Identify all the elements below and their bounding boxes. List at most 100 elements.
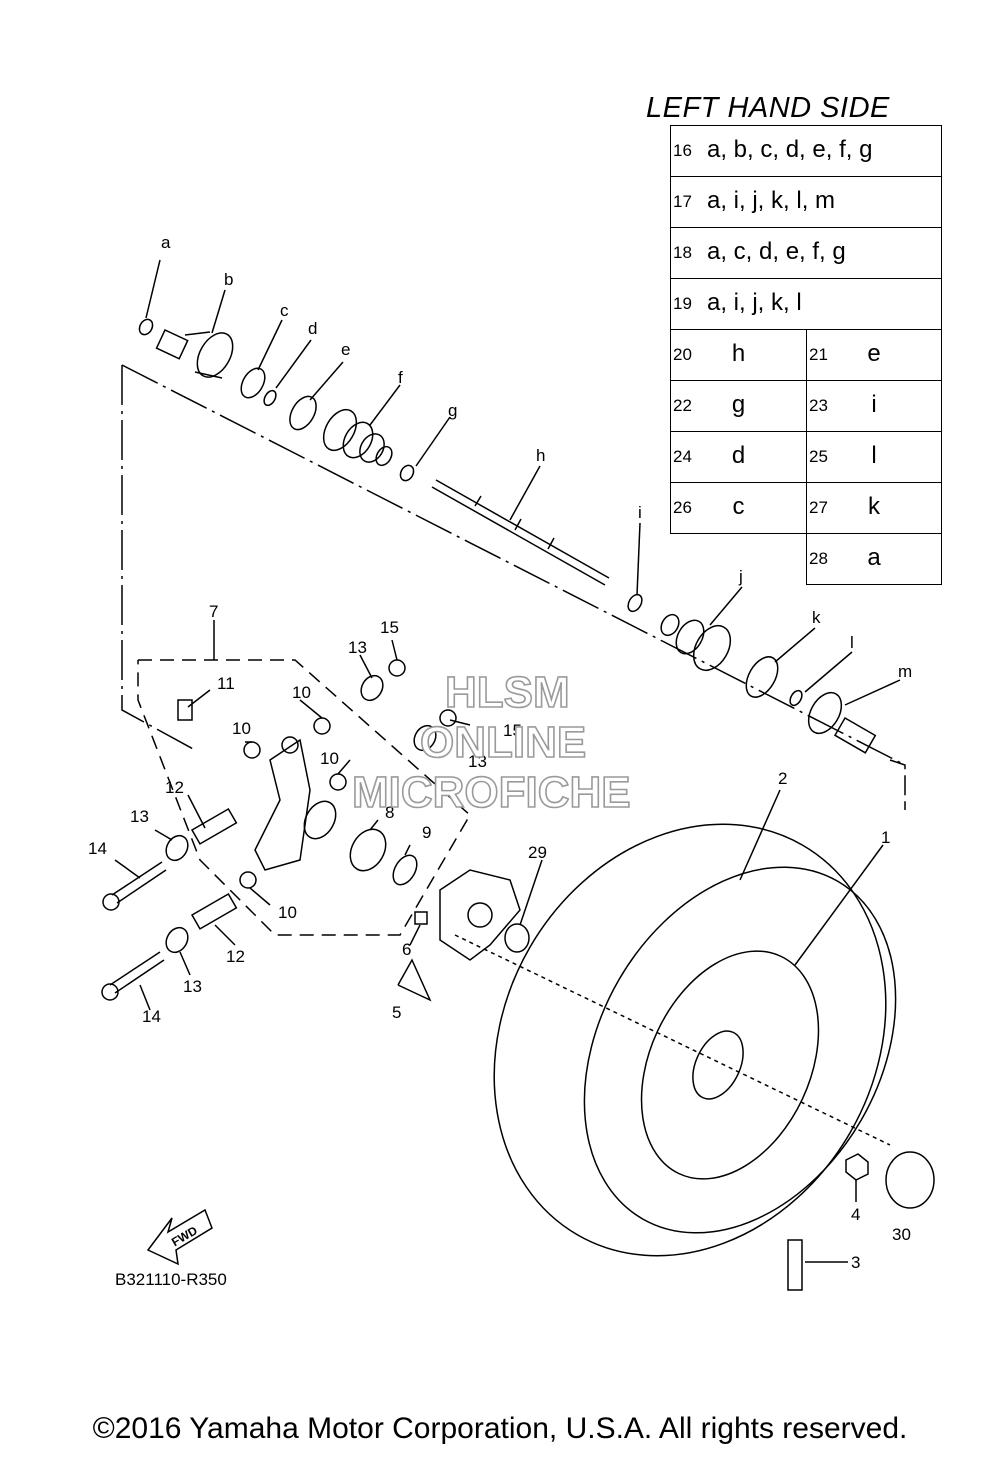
label-13d: 13 (183, 977, 202, 996)
label-1: 1 (881, 828, 890, 847)
table-cell: 26 c (670, 482, 807, 534)
kit-number: 19 (673, 294, 692, 313)
watermark-line2: ONLINE (419, 717, 587, 768)
label-30: 30 (892, 1225, 911, 1244)
drawing-code: B321110-R350 (115, 1270, 227, 1289)
seal-13 (165, 926, 189, 954)
kit-letters: a, c, d, e, f, g (707, 238, 846, 265)
valve-3 (787, 1239, 803, 1291)
table-cell: 20 h (670, 329, 807, 381)
kit-letters: a, i, j, k, l (707, 289, 802, 316)
kit-letter: g (731, 391, 746, 418)
watermark-line3: MICROFICHE (351, 767, 631, 818)
bushing-10 (313, 717, 331, 735)
label-12a: 12 (165, 778, 184, 797)
label-14a: 14 (88, 839, 107, 858)
label-4: 4 (851, 1205, 860, 1224)
label-15b: 15 (503, 721, 522, 740)
label-3: 3 (851, 1253, 860, 1272)
table-row: 16 a, b, c, d, e, f, g (670, 125, 942, 177)
label-5: 5 (392, 1003, 401, 1022)
kit-letters: a, b, c, d, e, f, g (707, 136, 873, 163)
band-g (399, 464, 415, 482)
table-cell: 28 a (806, 533, 942, 585)
label-13a: 13 (348, 638, 367, 657)
fwd-arrow: FWD (146, 1208, 213, 1266)
copyright-notice: ©2016 Yamaha Motor Corporation, U.S.A. A… (92, 1412, 908, 1445)
kit-number: 23 (809, 396, 828, 415)
band-i (627, 593, 643, 613)
kit-number: 26 (673, 498, 692, 517)
kit-letter: i (871, 391, 877, 418)
grease-nipple-11 (177, 699, 193, 721)
label-12b: 12 (226, 947, 245, 966)
circlip-l (789, 689, 803, 707)
kit-number: 17 (673, 192, 692, 211)
label-f: f (398, 368, 403, 387)
stud-6 (414, 911, 428, 925)
tire-2-inner (583, 866, 897, 1234)
inner-cv-joint-m (807, 691, 877, 754)
label-e: e (341, 340, 350, 359)
circlip-9 (392, 854, 418, 886)
kit-number: 18 (673, 243, 692, 262)
kit-letter: h (731, 340, 746, 367)
kit-number: 27 (809, 498, 828, 517)
bushing-10 (239, 871, 257, 889)
kit-number: 28 (809, 549, 828, 568)
kit-letter: l (871, 442, 877, 469)
boot-f (322, 408, 393, 467)
label-i: i (638, 503, 642, 522)
circlip-d (263, 389, 277, 407)
kit-number: 25 (809, 447, 828, 466)
label-c: c (280, 301, 289, 320)
seal-13 (165, 834, 189, 862)
table-row: 17 a, i, j, k, l, m (670, 176, 942, 228)
kit-letter: a (867, 544, 881, 571)
bearing-8 (349, 828, 387, 872)
knuckle (254, 736, 337, 871)
drive-shaft-h (431, 479, 610, 586)
label-13c: 13 (130, 807, 149, 826)
label-h: h (536, 446, 545, 465)
kit-number: 24 (673, 447, 692, 466)
table-title: LEFT HAND SIDE (646, 92, 890, 124)
table-cell: 27 k (806, 482, 942, 534)
outer-cv-joint-b (155, 329, 234, 379)
table-cell: 22 g (670, 380, 807, 432)
kit-letter: d (731, 442, 746, 469)
axle-nut-29 (504, 923, 530, 953)
nut-15 (388, 659, 406, 677)
label-m: m (898, 662, 912, 681)
table-row: 19 a, i, j, k, l (670, 278, 942, 330)
shaft-assembly-boundary-right (889, 759, 906, 810)
table-cell: 21 e (806, 329, 942, 381)
seal-13 (360, 674, 384, 702)
boot-j (660, 613, 732, 672)
label-9: 9 (422, 823, 431, 842)
label-10d: 10 (278, 903, 297, 922)
bolt-14 (101, 951, 165, 1001)
watermark-line1: HLSM (444, 667, 570, 718)
label-b: b (224, 270, 233, 289)
label-l: l (850, 633, 854, 652)
label-6: 6 (402, 940, 411, 959)
label-d: d (308, 319, 317, 338)
ring-c (240, 367, 266, 399)
label-29: 29 (528, 843, 547, 862)
label-15a: 15 (380, 618, 399, 637)
wheel-1 (640, 950, 820, 1180)
table-row: 18 a, c, d, e, f, g (670, 227, 942, 279)
axis-line (454, 934, 891, 1146)
kit-number: 20 (673, 345, 692, 364)
wheel-nut-4 (845, 1153, 869, 1181)
table-cell: 23 i (806, 380, 942, 432)
label-2: 2 (778, 769, 787, 788)
collar-12 (190, 807, 238, 845)
label-10c: 10 (320, 749, 339, 768)
label-14b: 14 (142, 1007, 161, 1026)
band-k (745, 656, 779, 698)
bushing-10 (329, 773, 347, 791)
label-7: 7 (209, 602, 218, 621)
